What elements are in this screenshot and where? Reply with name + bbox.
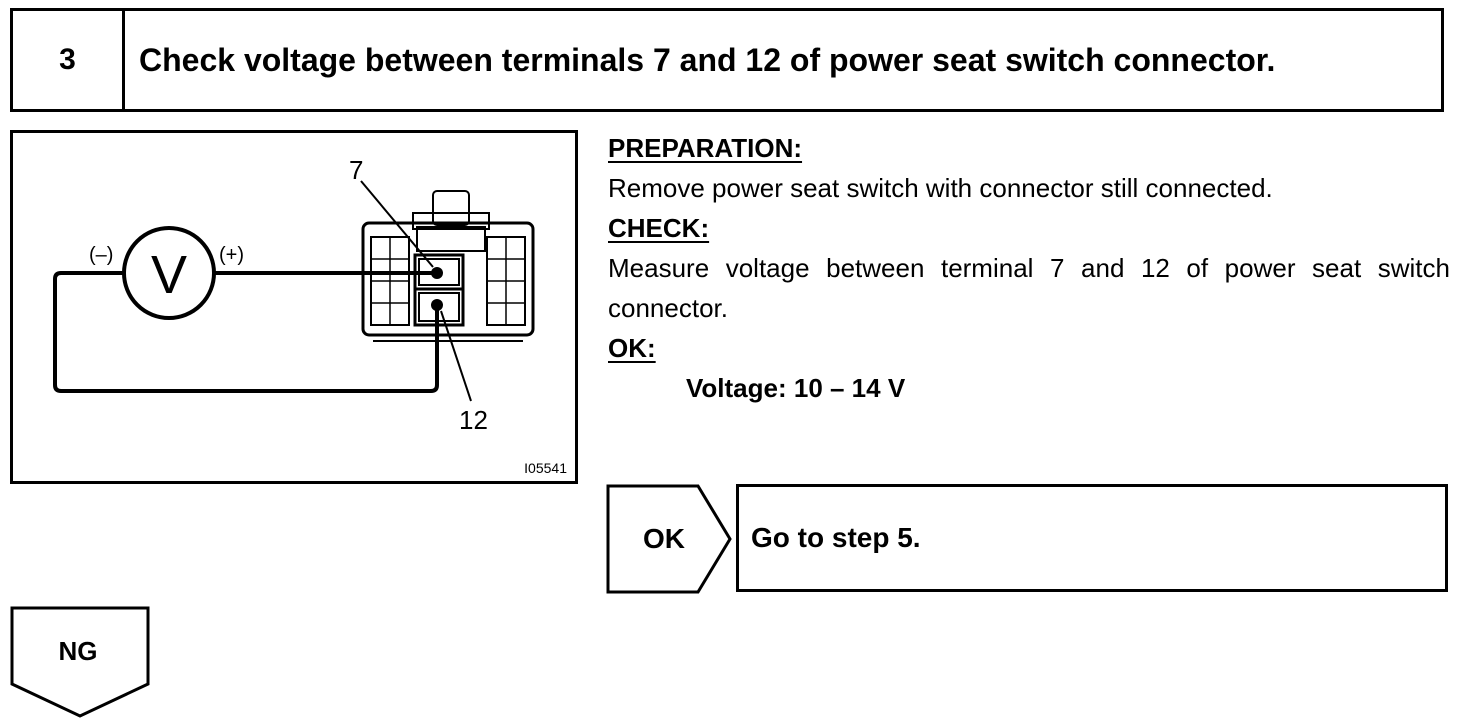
check-heading: CHECK: bbox=[608, 213, 710, 243]
terminal-12-label: 12 bbox=[459, 405, 488, 435]
terminal-12-dot bbox=[431, 299, 443, 311]
terminal-7-label: 7 bbox=[349, 155, 363, 185]
positive-label: (+) bbox=[219, 244, 244, 266]
step-header: 3 Check voltage between terminals 7 and … bbox=[10, 8, 1444, 112]
ng-label: NG bbox=[59, 636, 98, 666]
step-number: 3 bbox=[13, 11, 125, 109]
ok-value: Voltage: 10 – 14 V bbox=[686, 373, 906, 403]
voltmeter-icon: V bbox=[122, 226, 216, 320]
ng-arrow: NG bbox=[10, 606, 150, 718]
meter-symbol: V bbox=[151, 245, 187, 305]
ok-action-box: Go to step 5. bbox=[736, 484, 1448, 592]
wiring-figure: V (–) (+) bbox=[10, 130, 578, 484]
step-title: Check voltage between terminals 7 and 12… bbox=[139, 41, 1276, 78]
leader-12 bbox=[440, 310, 472, 402]
leader-7 bbox=[360, 180, 434, 268]
ok-arrow: OK bbox=[606, 484, 732, 594]
terminal-7-dot bbox=[431, 267, 443, 279]
procedure-text: PREPARATION: Remove power seat switch wi… bbox=[608, 128, 1450, 408]
preparation-text: Remove power seat switch with connector … bbox=[608, 173, 1273, 203]
negative-label: (–) bbox=[89, 244, 113, 266]
ok-label: OK bbox=[643, 523, 685, 554]
wiring-diagram: V (–) (+) bbox=[53, 155, 567, 476]
preparation-heading: PREPARATION: bbox=[608, 133, 803, 163]
ground-wire bbox=[53, 271, 439, 393]
ok-heading: OK: bbox=[608, 333, 656, 363]
check-text: Measure voltage between terminal 7 and 1… bbox=[608, 253, 1450, 323]
figure-code: I05541 bbox=[524, 460, 567, 476]
